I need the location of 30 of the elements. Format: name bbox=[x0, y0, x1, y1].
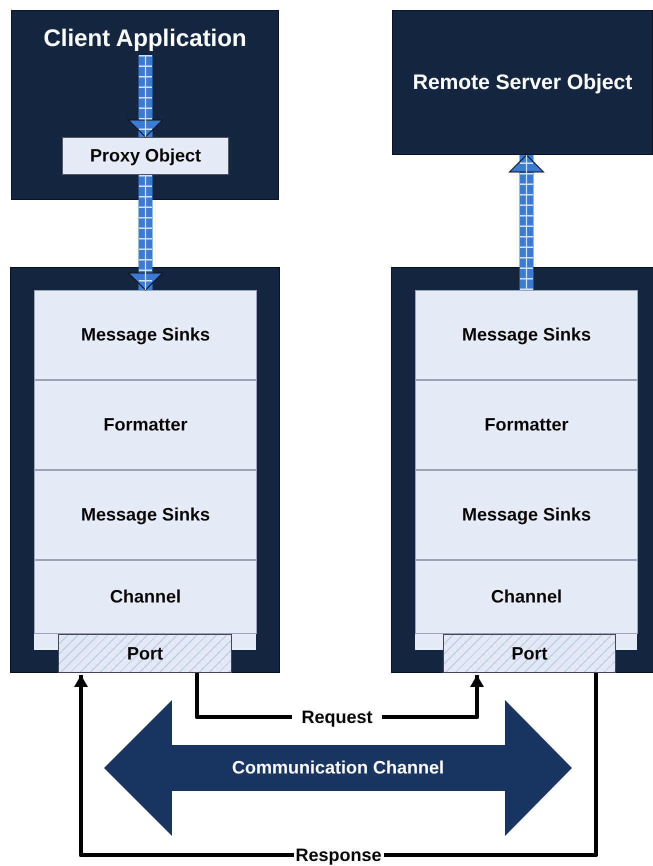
node-label: Client Application bbox=[42, 25, 248, 53]
node-label: Channel bbox=[108, 586, 182, 608]
component-box bbox=[392, 10, 653, 155]
layer-box bbox=[34, 290, 257, 380]
layer-box bbox=[415, 380, 638, 470]
layer-box bbox=[34, 560, 257, 634]
component-box bbox=[11, 10, 279, 200]
node-label: Remote Server Object bbox=[412, 70, 634, 94]
layer-box bbox=[415, 560, 638, 634]
node-label: Port bbox=[126, 643, 164, 664]
node-label: Proxy Object bbox=[88, 146, 202, 166]
layer-box bbox=[34, 380, 257, 470]
node-label: Message Sinks bbox=[80, 324, 212, 346]
layer-box bbox=[415, 290, 638, 380]
node-label: Message Sinks bbox=[460, 504, 592, 526]
node-label: Channel bbox=[490, 586, 563, 608]
layer-stack-frame bbox=[392, 268, 653, 672]
layer-stack-frame bbox=[11, 268, 279, 672]
node-label: Message Sinks bbox=[80, 504, 212, 526]
layer-box bbox=[34, 470, 257, 560]
channel-double-arrow bbox=[104, 700, 572, 836]
port-box bbox=[443, 634, 616, 673]
process-box bbox=[62, 137, 229, 175]
node-label: Communication Channel bbox=[230, 758, 445, 778]
port-box bbox=[58, 634, 232, 673]
layer-box bbox=[415, 470, 638, 560]
node-label: Formatter bbox=[102, 414, 188, 436]
node-label: Formatter bbox=[483, 414, 570, 436]
node-label: Message Sinks bbox=[460, 324, 592, 346]
node-label: Port bbox=[510, 643, 548, 664]
